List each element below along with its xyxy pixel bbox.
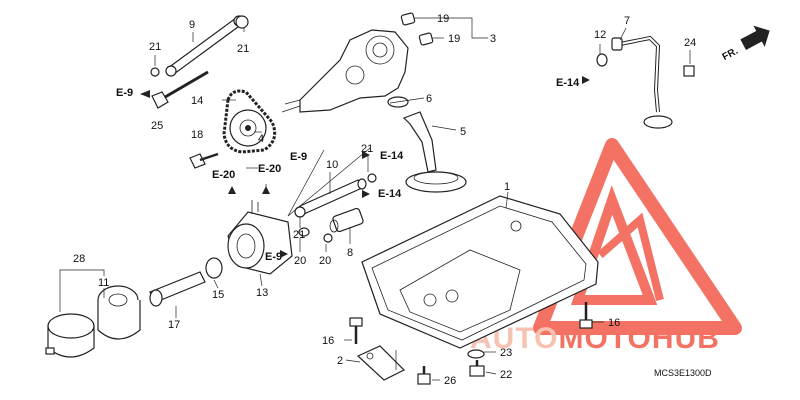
callout-15: 15 — [212, 289, 224, 301]
relief-valve — [298, 207, 364, 243]
section-references: E-9 E-9 E-9 E-14 E-14 E-14 E-20 E-20 — [116, 77, 580, 263]
callout-3: 3 — [490, 33, 496, 45]
direction-label: FR. — [721, 46, 741, 63]
callout-13: 13 — [256, 287, 268, 299]
watermark-logo: AUTOMOTOHUB — [470, 138, 742, 355]
ref-e14-lower: E-14 — [378, 188, 402, 200]
callout-labels: 9 21 21 19 19 3 6 5 4 14 25 18 10 21 21 … — [73, 13, 696, 387]
callout-26: 26 — [444, 375, 456, 387]
watermark-hub: HUB — [652, 322, 720, 355]
callout-4: 4 — [258, 133, 264, 145]
callout-18: 18 — [191, 129, 203, 141]
callout-11: 11 — [98, 277, 109, 289]
drain-bolt-22 — [469, 360, 485, 377]
bolt-18 — [189, 152, 219, 169]
ref-e9-mid: E-9 — [290, 151, 307, 163]
callout-1: 1 — [504, 181, 510, 193]
callout-8: 8 — [347, 247, 353, 259]
ref-e14-pipe: E-14 — [556, 77, 580, 89]
callout-14: 14 — [191, 95, 203, 107]
bolt-16-right — [579, 302, 593, 329]
callout-5: 5 — [460, 126, 466, 138]
callout-16-left: 16 — [322, 335, 334, 347]
oil-strainer — [387, 96, 467, 193]
bolt-25 — [151, 70, 209, 109]
callout-17: 17 — [168, 319, 180, 331]
oil-pipe-7 — [596, 35, 695, 129]
oil-filter — [45, 285, 141, 358]
callout-22: 22 — [500, 369, 512, 381]
reference-arrows — [140, 76, 590, 258]
front-direction-arrow: FR. — [721, 25, 770, 63]
ref-e9-bottom: E-9 — [265, 251, 282, 263]
filter-bolt — [149, 257, 223, 307]
callout-21-bottom: 21 — [293, 229, 305, 241]
watermark-moto: MOTO — [558, 322, 651, 355]
callout-20-left: 20 — [294, 255, 306, 267]
ref-e20-right: E-20 — [258, 163, 281, 175]
callout-21-mid: 21 — [361, 143, 373, 155]
callout-28: 28 — [73, 253, 85, 265]
callout-12: 12 — [594, 29, 606, 41]
callout-19-upper: 19 — [437, 13, 449, 25]
ref-e14-upper: E-14 — [380, 150, 404, 162]
callout-16-right: 16 — [608, 317, 620, 329]
oil-pump — [281, 12, 434, 113]
callout-10: 10 — [326, 159, 338, 171]
callout-19-lower: 19 — [448, 33, 460, 45]
oil-pan — [361, 195, 599, 349]
callout-2: 2 — [337, 355, 343, 367]
pipe-9 — [150, 15, 249, 77]
leader-lines — [59, 17, 691, 381]
callout-25: 25 — [151, 120, 163, 132]
callout-7: 7 — [624, 15, 630, 27]
callout-20-center: 20 — [319, 255, 331, 267]
callout-21-top: 21 — [237, 43, 249, 55]
callout-6: 6 — [426, 93, 432, 105]
callout-21-left: 21 — [149, 41, 161, 53]
callout-23: 23 — [500, 347, 512, 359]
bolt-16-left — [349, 317, 363, 344]
ref-e20-left: E-20 — [212, 169, 235, 181]
bolt-26 — [417, 366, 431, 385]
washer-23 — [467, 349, 485, 359]
oil-cooler — [227, 200, 293, 275]
drive-chain — [222, 89, 277, 154]
ref-e9-top: E-9 — [116, 87, 133, 99]
callout-24: 24 — [684, 37, 696, 49]
diagram-code: MCS3E1300D — [654, 368, 712, 378]
pan-bracket — [356, 345, 406, 381]
callout-9: 9 — [189, 19, 195, 31]
